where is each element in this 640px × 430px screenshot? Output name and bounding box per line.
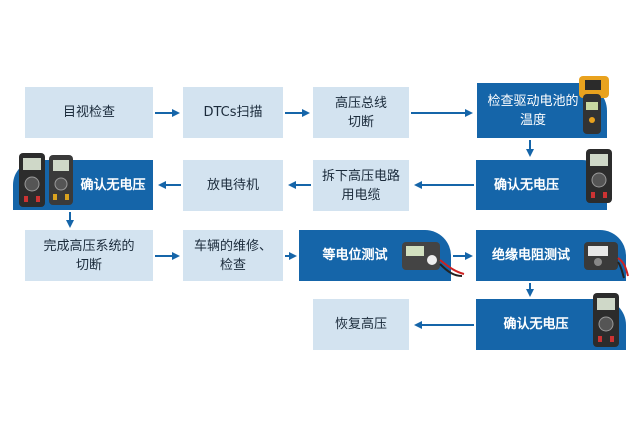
step-label: DTCs扫描 xyxy=(203,105,263,120)
step-complete-hv-cut: 完成高压系统的 切断 xyxy=(25,230,153,281)
step-label: 确认无电压 xyxy=(503,317,569,332)
step-label: 拆下高压电路 用电缆 xyxy=(321,168,400,203)
digital-multimeter-icon xyxy=(49,155,73,205)
equipotential-tester-icon xyxy=(402,242,465,277)
step-insulation-test: 绝缘电阻测试 xyxy=(476,230,626,281)
step-label: 车辆的维修、 检查 xyxy=(193,238,272,273)
step-discharge-wait: 放电待机 xyxy=(183,160,283,211)
step-hv-main-cut: 高压总线 切断 xyxy=(313,87,409,138)
digital-multimeter-icon xyxy=(593,293,619,347)
infrared-thermometer-icon xyxy=(579,76,609,134)
step-label: 完成高压系统的 切断 xyxy=(43,238,135,273)
step-dtc-scan: DTCs扫描 xyxy=(183,87,283,138)
step-restore-hv: 恢复高压 xyxy=(313,299,409,350)
step-confirm-no-voltage-1: 确认无电压 xyxy=(476,160,607,210)
insulation-resistance-tester-icon xyxy=(584,242,629,279)
step-label: 等电位测试 xyxy=(322,248,388,263)
step-label: 绝缘电阻测试 xyxy=(491,248,570,263)
digital-multimeter-icon xyxy=(19,153,45,207)
step-label: 确认无电压 xyxy=(80,177,146,193)
step-label: 目视检查 xyxy=(62,105,115,120)
step-label: 检查驱动电池的 温度 xyxy=(487,93,579,128)
step-visual-check: 目视检查 xyxy=(25,87,153,138)
step-label: 高压总线 切断 xyxy=(334,95,387,130)
step-label: 恢复高压 xyxy=(334,317,387,332)
step-label: 确认无电压 xyxy=(493,177,559,193)
step-vehicle-repair: 车辆的维修、 检查 xyxy=(183,230,283,281)
digital-multimeter-icon xyxy=(586,149,612,203)
step-label: 放电待机 xyxy=(206,178,259,193)
step-remove-hv-cable: 拆下高压电路 用电缆 xyxy=(313,160,409,211)
